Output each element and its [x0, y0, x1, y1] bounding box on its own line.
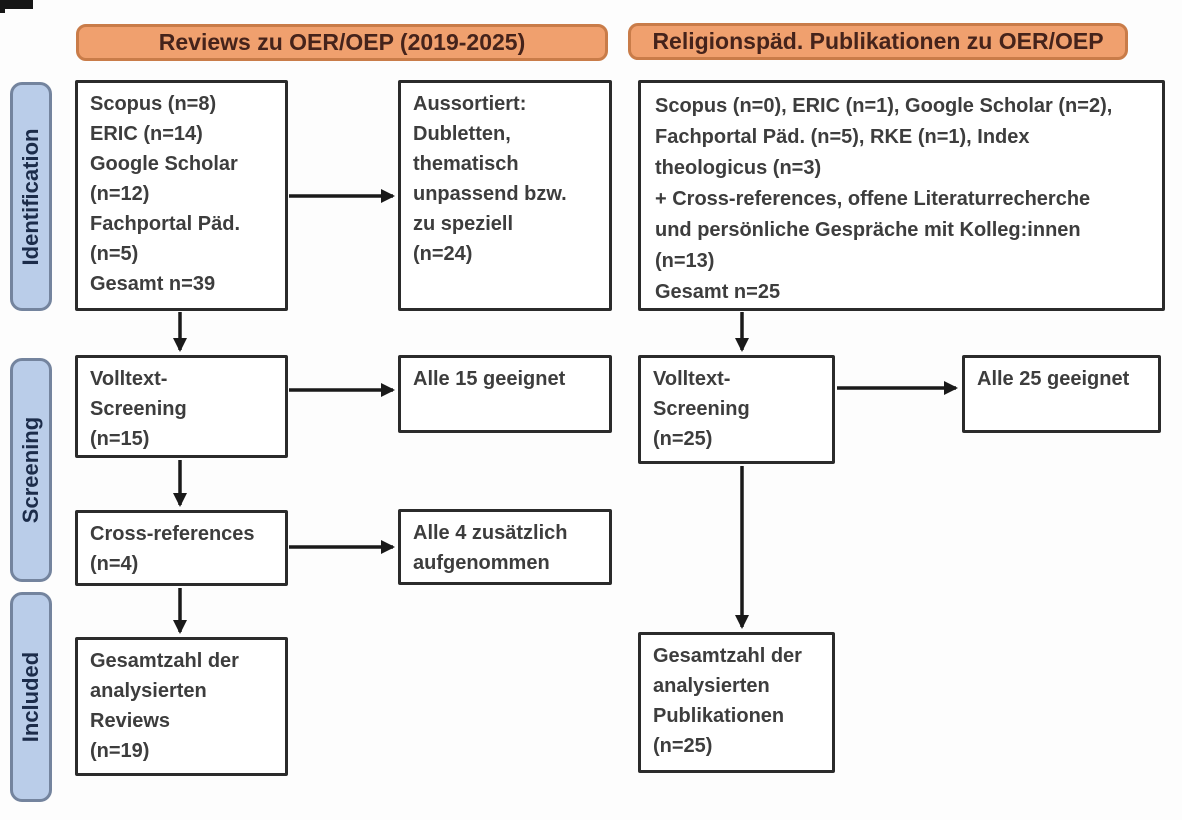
stage-label-screening: Screening	[18, 416, 43, 524]
column-header-religionspaed: Religionspäd. Publikationen zu OER/OEP	[628, 23, 1128, 60]
box-crossreferences: Cross-references (n=4)	[75, 510, 288, 586]
box-included-reviews: Gesamtzahl der analysierten Reviews (n=1…	[75, 637, 288, 776]
box-result-alle15: Alle 15 geeignet	[398, 355, 612, 433]
stage-label-included: Included	[18, 651, 43, 743]
scan-artifact	[0, 0, 33, 9]
box-identification-sources-right: Scopus (n=0), ERIC (n=1), Google Scholar…	[638, 80, 1165, 311]
stage-pill-identification: Identification	[10, 82, 52, 311]
column-header-reviews: Reviews zu OER/OEP (2019-2025)	[76, 24, 608, 61]
box-fulltext-screening-left: Volltext- Screening (n=15)	[75, 355, 288, 458]
scan-artifact	[0, 0, 5, 13]
box-result-alle4: Alle 4 zusätzlich aufgenommen	[398, 509, 612, 585]
stage-label-identification: Identification	[18, 128, 43, 265]
box-identification-sources-left: Scopus (n=8) ERIC (n=14) Google Scholar …	[75, 80, 288, 311]
box-included-publikationen: Gesamtzahl der analysierten Publikatione…	[638, 632, 835, 773]
box-excluded-records: Aussortiert: Dubletten, thematisch unpas…	[398, 80, 612, 311]
stage-pill-screening: Screening	[10, 358, 52, 582]
stage-pill-included: Included	[10, 592, 52, 802]
box-fulltext-screening-right: Volltext- Screening (n=25)	[638, 355, 835, 464]
box-result-alle25: Alle 25 geeignet	[962, 355, 1161, 433]
